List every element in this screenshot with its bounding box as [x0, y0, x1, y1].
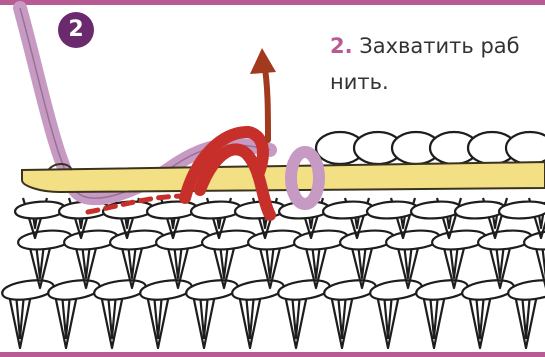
stitch	[277, 277, 331, 302]
stitch	[410, 200, 461, 220]
stitch	[369, 277, 423, 302]
arrow-head	[250, 48, 276, 74]
stitch	[415, 277, 469, 302]
caption-text-1: Захватить раб	[359, 34, 519, 58]
stitch	[454, 200, 505, 220]
caption-step-number: 2.	[330, 34, 353, 58]
caption-line-1: 2. Захватить раб	[330, 28, 545, 64]
stitch	[47, 277, 101, 302]
crochet-hook	[22, 162, 545, 192]
stitch	[461, 277, 515, 302]
top-loops	[316, 132, 545, 164]
stitch	[139, 277, 193, 302]
stitch	[1, 277, 55, 302]
stitch	[185, 277, 239, 302]
arrow-up-icon	[264, 62, 268, 140]
step-number-badge: 2	[58, 12, 94, 48]
stitch	[14, 200, 65, 220]
stitch	[231, 277, 285, 302]
stitch	[146, 200, 197, 220]
stitch	[190, 200, 241, 220]
stitch	[322, 200, 373, 220]
top-loop	[506, 132, 545, 164]
caption-line-2: нить.	[330, 64, 545, 100]
stitch	[323, 277, 377, 302]
step-caption: 2. Захватить раб нить.	[330, 28, 545, 100]
stitch	[507, 277, 545, 302]
stitch-rows	[1, 198, 545, 348]
stitch	[93, 277, 147, 302]
